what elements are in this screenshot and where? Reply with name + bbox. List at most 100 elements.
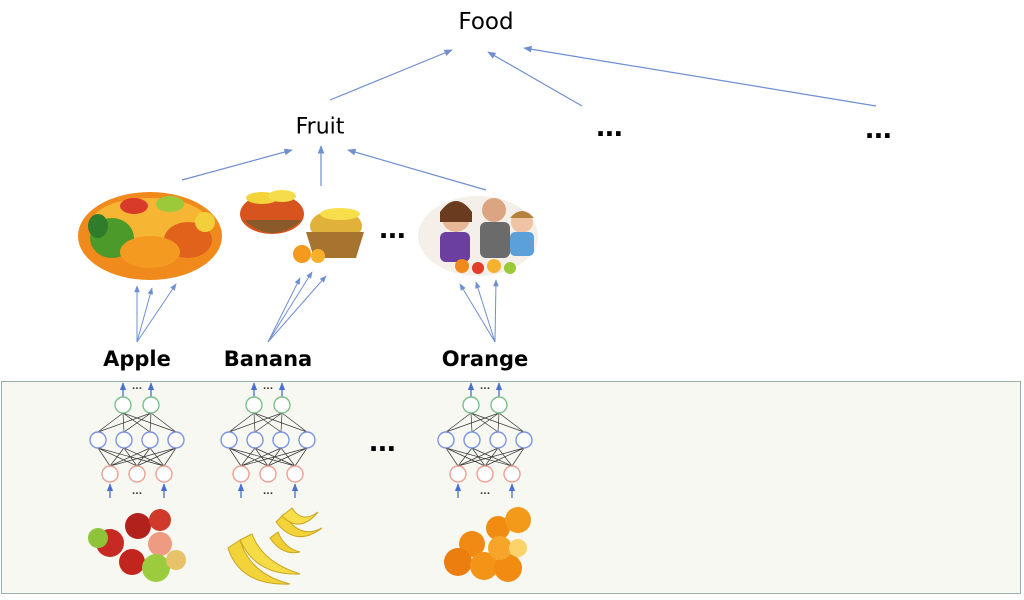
network-edge [163, 447, 177, 467]
network-edge [457, 447, 525, 467]
network-edge [470, 412, 525, 433]
arrow-word-0-to-image-1 [136, 287, 154, 343]
category-ellipsis-middle: ... [595, 113, 624, 143]
neural-networks: .................. [89, 382, 533, 498]
network-edge [471, 447, 513, 467]
image-group-ellipsis: ... [378, 215, 407, 245]
network-edge [122, 412, 125, 433]
hidden-node [167, 431, 185, 449]
network-input-dots: ... [480, 487, 490, 497]
output-node [142, 396, 160, 414]
network-input-dots: ... [263, 487, 273, 497]
family-eating-fruit-photo [418, 196, 538, 276]
network-edge [445, 412, 472, 433]
arrow-image-0-to-fruit [181, 148, 293, 181]
arrow-word-2-to-image-2 [493, 279, 499, 343]
network-edge [240, 447, 308, 467]
neural-network-2: ...... [437, 382, 533, 498]
root-label-food: Food [458, 9, 514, 35]
output-node [245, 396, 263, 414]
arrow-word-1-to-image-1 [267, 271, 313, 343]
network-edge [498, 412, 525, 433]
hidden-node [141, 431, 159, 449]
network-edge [470, 412, 473, 433]
output-node [490, 396, 508, 414]
category-ellipsis-right: ... [864, 115, 893, 145]
network-edge [484, 447, 525, 467]
network-edge [253, 412, 256, 433]
hidden-node [515, 431, 533, 449]
network-edge [267, 447, 308, 467]
network-edge [445, 447, 459, 467]
network-ellipsis: ... [368, 428, 397, 458]
input-node [259, 465, 277, 483]
hidden-node [489, 431, 507, 449]
input-node [232, 465, 250, 483]
arrow-word-2-to-image-1 [475, 281, 496, 343]
network-edge [228, 447, 242, 467]
hidden-node [463, 431, 481, 449]
fruit-market-stall-photo [78, 192, 222, 280]
oranges-photo [444, 507, 531, 582]
hidden-node [298, 431, 316, 449]
network-edge [97, 412, 152, 433]
arrow-category-1-to-food [487, 51, 583, 107]
network-edge [228, 447, 296, 467]
network-edge [97, 447, 111, 467]
apples-photo [88, 509, 186, 582]
hidden-node [246, 431, 264, 449]
hidden-node [437, 431, 455, 449]
network-edge [253, 412, 308, 433]
category-to-root-arrows [329, 45, 877, 107]
network-edge [149, 447, 165, 467]
network-output-dots: ... [263, 382, 273, 392]
network-edge [122, 412, 151, 433]
network-edge [254, 447, 296, 467]
network-edge [122, 412, 177, 433]
network-input-dots: ... [132, 487, 142, 497]
network-edge [123, 447, 165, 467]
word-label-banana: Banana [223, 347, 313, 371]
network-edge [136, 447, 177, 467]
network-edge [97, 447, 165, 467]
arrow-word-1-to-image-0 [267, 277, 301, 343]
network-edge [294, 447, 308, 467]
network-edge [445, 447, 486, 467]
arrow-category-2-to-food [523, 45, 877, 107]
output-node [462, 396, 480, 414]
network-edge [497, 447, 513, 467]
word-to-image-arrows [134, 271, 499, 343]
network-edge [228, 412, 255, 433]
arrow-category-0-to-food [329, 49, 453, 101]
network-output-dots: ... [480, 382, 490, 392]
bananas-photo [227, 507, 323, 585]
network-edge [228, 447, 269, 467]
network-edge [123, 412, 152, 433]
input-node [128, 465, 146, 483]
hidden-node [220, 431, 238, 449]
input-node [503, 465, 521, 483]
arrow-image-2-to-fruit [347, 148, 487, 191]
network-edge [253, 412, 282, 433]
hidden-node [272, 431, 290, 449]
hidden-node [115, 431, 133, 449]
neural-network-1: ...... [220, 382, 316, 498]
network-edge [445, 447, 513, 467]
arrow-word-1-to-image-2 [267, 275, 327, 343]
input-node [476, 465, 494, 483]
category-label-fruit: Fruit [295, 114, 345, 140]
output-node [273, 396, 291, 414]
image-to-fruit-arrows [181, 145, 487, 191]
network-edge [254, 412, 283, 433]
word-label-orange: Orange [441, 347, 529, 371]
network-edge [97, 447, 138, 467]
hidden-node [89, 431, 107, 449]
network-edge [97, 412, 124, 433]
network-edge [150, 412, 177, 433]
network-edge [280, 447, 296, 467]
input-node [286, 465, 304, 483]
input-node [449, 465, 467, 483]
network-edge [445, 412, 500, 433]
network-edge [471, 412, 500, 433]
